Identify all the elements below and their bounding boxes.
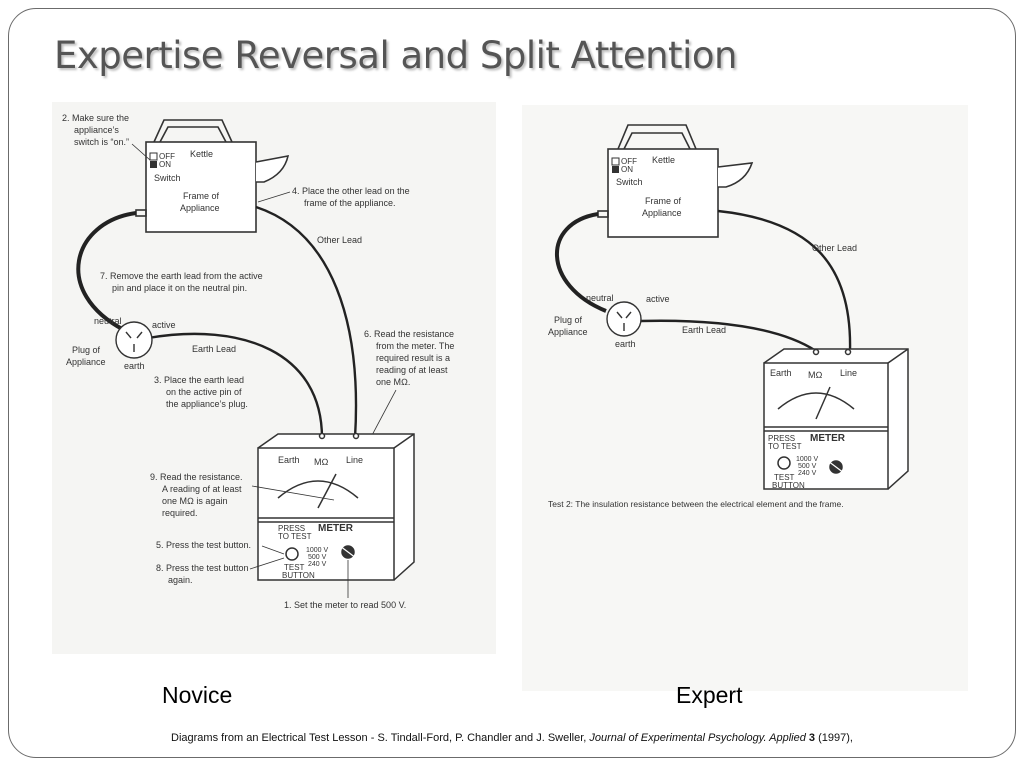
- meter-line-label: Line: [346, 455, 363, 465]
- other-lead-wire: [717, 209, 852, 352]
- meter-earth-label: Earth: [770, 368, 792, 378]
- earth-lead-wire: [639, 319, 817, 353]
- earth-lead-label: Earth Lead: [682, 325, 726, 335]
- test-button-1: TEST: [774, 473, 795, 482]
- step6-line1: 6. Read the resistance: [364, 329, 454, 339]
- meter-line-label: Line: [840, 368, 857, 378]
- novice-diagram: OFF ON Kettle Switch Frame of Appliance …: [52, 102, 496, 654]
- step3-line3: the appliance’s plug.: [166, 399, 248, 409]
- kettle-label: Kettle: [190, 149, 213, 159]
- frame-label-1: Frame of: [645, 196, 682, 206]
- step6-line4: reading of at least: [376, 365, 448, 375]
- step3-line2: on the active pin of: [166, 387, 242, 397]
- earth-lead-label: Earth Lead: [192, 344, 236, 354]
- test-button-2: BUTTON: [282, 571, 315, 580]
- plug-icon: [606, 301, 642, 337]
- volt-500: 500 V: [308, 554, 327, 561]
- volt-1000: 1000 V: [306, 547, 329, 554]
- citation-volume: 3: [808, 732, 816, 744]
- meter-unit-label: MΩ: [808, 370, 822, 380]
- plug-label-1: Plug of: [554, 315, 583, 325]
- meter-unit-label: MΩ: [314, 457, 328, 467]
- plug-label-1: Plug of: [72, 345, 101, 355]
- meter-icon: [763, 348, 909, 490]
- switch-off-box: [149, 152, 158, 161]
- step9-line1: 9. Read the resistance.: [150, 472, 243, 482]
- step9-line2: A reading of at least: [162, 484, 242, 494]
- earth-lead-wire-upper: [76, 211, 137, 332]
- other-lead-wire: [255, 205, 358, 439]
- frame-label-2: Appliance: [180, 203, 220, 213]
- off-label: OFF: [621, 157, 637, 166]
- step8-line1: 8. Press the test button: [156, 563, 249, 573]
- step1: 1. Set the meter to read 500 V.: [284, 600, 406, 610]
- step4-line1: 4. Place the other lead on the: [292, 186, 410, 196]
- earth-lead-wire-upper: [555, 212, 607, 313]
- active-label: active: [152, 320, 176, 330]
- citation-year: (1997),: [815, 732, 853, 744]
- test-button-1: TEST: [284, 563, 305, 572]
- switch-off-box: [611, 157, 620, 166]
- kettle-icon: [135, 119, 290, 233]
- meter-earth-label: Earth: [278, 455, 300, 465]
- step2-line2: appliance’s: [74, 125, 119, 135]
- plug-label-2: Appliance: [66, 357, 106, 367]
- volt-240: 240 V: [308, 561, 327, 568]
- on-label: ON: [621, 165, 633, 174]
- earth-label: earth: [124, 361, 145, 371]
- earth-label: earth: [615, 339, 636, 349]
- kettle-label: Kettle: [652, 155, 675, 165]
- volt-240: 240 V: [798, 470, 817, 477]
- novice-caption: Novice: [162, 682, 233, 708]
- step6-line5: one MΩ.: [376, 377, 410, 387]
- plug-icon: [115, 321, 153, 359]
- volt-500: 500 V: [798, 463, 817, 470]
- on-label: ON: [159, 160, 171, 169]
- off-label: OFF: [159, 152, 175, 161]
- step5: 5. Press the test button.: [156, 540, 251, 550]
- step6-line2: from the meter. The: [376, 341, 454, 351]
- test-button-2: BUTTON: [772, 481, 805, 490]
- citation-text: Diagrams from an Electrical Test Lesson …: [171, 732, 590, 744]
- neutral-label: neutral: [94, 316, 122, 326]
- slide-title: Expertise Reversal and Split Attention: [54, 34, 737, 77]
- press-to-test-2: TO TEST: [278, 532, 312, 541]
- neutral-label: neutral: [586, 293, 614, 303]
- switch-label: Switch: [616, 177, 643, 187]
- citation-footer: Diagrams from an Electrical Test Lesson …: [0, 732, 1024, 744]
- step4-line2: frame of the appliance.: [304, 198, 396, 208]
- slide-frame: [8, 8, 1016, 758]
- switch-label: Switch: [154, 173, 181, 183]
- step9-line3: one MΩ is again: [162, 496, 227, 506]
- press-to-test-1: PRESS: [768, 434, 795, 443]
- switch-on-box: [612, 166, 619, 173]
- step7-line1: 7. Remove the earth lead from the active: [100, 271, 263, 281]
- step3-line1: 3. Place the earth lead: [154, 375, 244, 385]
- step9-line4: required.: [162, 508, 198, 518]
- frame-label-1: Frame of: [183, 191, 220, 201]
- other-lead-label: Other Lead: [812, 243, 857, 253]
- step8-line2: again.: [168, 575, 193, 585]
- step7-line2: pin and place it on the neutral pin.: [112, 283, 247, 293]
- other-lead-label: Other Lead: [317, 235, 362, 245]
- meter-title: METER: [810, 433, 846, 444]
- switch-on-box: [150, 161, 157, 168]
- expert-diagram: OFF ON Kettle Switch Frame of Appliance …: [522, 105, 968, 691]
- active-label: active: [646, 294, 670, 304]
- plug-label-2: Appliance: [548, 327, 588, 337]
- step6-line3: required result is a: [376, 353, 450, 363]
- step2-line3: switch is “on.”: [74, 137, 129, 147]
- volt-1000: 1000 V: [796, 456, 819, 463]
- kettle-icon: [597, 124, 754, 238]
- meter-title: METER: [318, 523, 354, 534]
- frame-label-2: Appliance: [642, 208, 682, 218]
- press-to-test-2: TO TEST: [768, 442, 802, 451]
- earth-lead-wire: [147, 332, 324, 439]
- citation-journal: Journal of Experimental Psychology. Appl…: [589, 732, 806, 744]
- step2-line1: 2. Make sure the: [62, 113, 129, 123]
- test2-caption: Test 2: The insulation resistance betwee…: [548, 499, 844, 509]
- press-to-test-1: PRESS: [278, 524, 305, 533]
- expert-caption: Expert: [676, 682, 743, 708]
